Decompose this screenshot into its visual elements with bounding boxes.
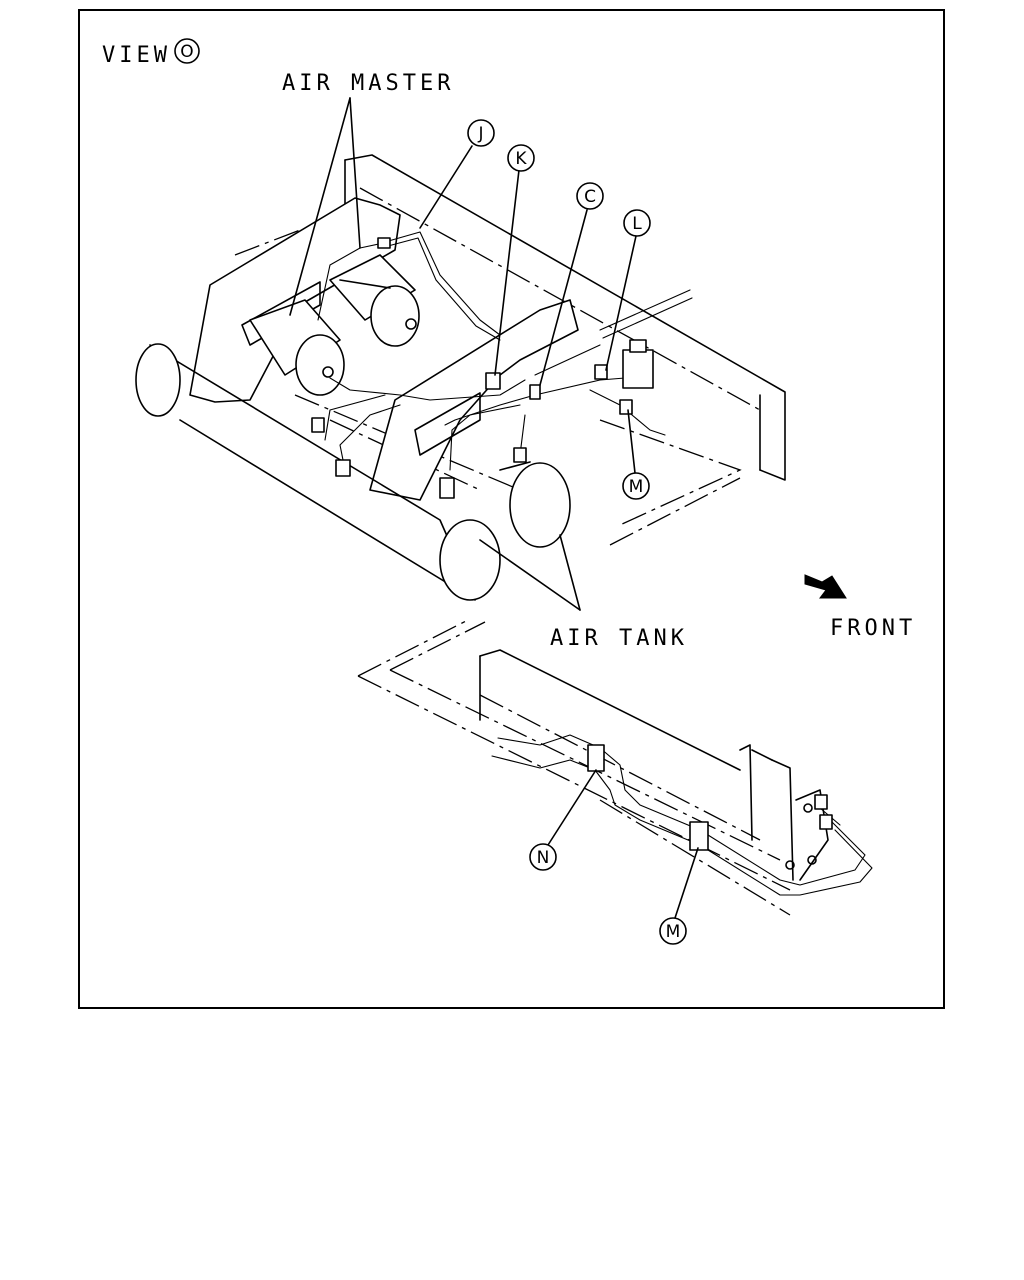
leaders-lower (547, 769, 699, 919)
svg-text:K: K (515, 149, 527, 169)
callout-n: N (529, 843, 557, 871)
callout-c: C (576, 182, 604, 210)
air-tank-upper (499, 461, 571, 548)
frame-rail-lower (357, 619, 791, 916)
air-master-front (249, 299, 345, 396)
frame-rails (234, 154, 786, 546)
svg-text:M: M (629, 477, 644, 497)
svg-text:M: M (666, 922, 681, 942)
front-label: FRONT (830, 616, 916, 641)
view-label: VIEW (102, 43, 171, 68)
air-master-label: AIR MASTER (282, 71, 454, 96)
air-tank-lower (135, 343, 501, 601)
svg-text:O: O (180, 42, 193, 62)
front-arrow-icon (804, 574, 847, 599)
callout-j: J (467, 119, 495, 147)
svg-text:N: N (537, 848, 550, 868)
svg-text:C: C (584, 187, 596, 207)
callout-m-lower: M (659, 917, 687, 945)
crossmember-left (189, 197, 401, 403)
pipe-fittings-upper (311, 237, 654, 499)
air-tank-label: AIR TANK (550, 626, 688, 651)
svg-text:L: L (632, 214, 642, 234)
crossmember-right (369, 299, 579, 501)
svg-text:J: J (477, 124, 483, 144)
callout-m-upper: M (622, 472, 650, 500)
brake-piping-upper (317, 231, 693, 471)
bracket-upright (739, 744, 829, 881)
leaders-upper (289, 97, 637, 611)
brake-piping-lower (491, 734, 873, 896)
pipe-clips-lower (587, 744, 833, 851)
air-master-rear (329, 254, 420, 347)
view-letter-callout: O (174, 38, 200, 64)
callout-l: L (623, 209, 651, 237)
callout-k: K (507, 144, 535, 172)
